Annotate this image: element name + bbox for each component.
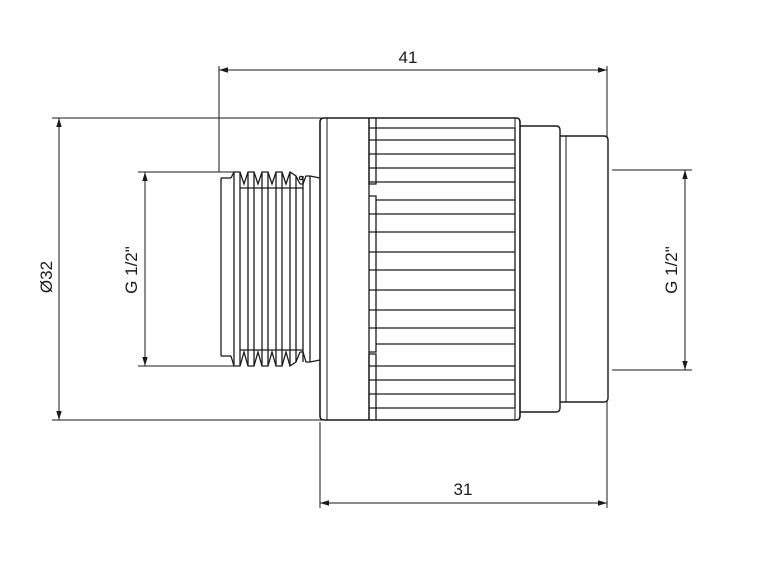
dim-thread-left: G 1/2" <box>122 246 141 294</box>
dim-overall-length: 41 <box>399 48 418 67</box>
nut-ribs <box>368 118 516 420</box>
dim-body-length: 31 <box>454 480 473 499</box>
nut-body <box>319 117 521 421</box>
right-collar <box>520 125 609 413</box>
dim-thread-right: G 1/2" <box>662 246 681 294</box>
left-thread <box>220 170 321 368</box>
dim-outer-diameter: Ø32 <box>37 261 56 293</box>
extension-lines <box>52 66 692 508</box>
